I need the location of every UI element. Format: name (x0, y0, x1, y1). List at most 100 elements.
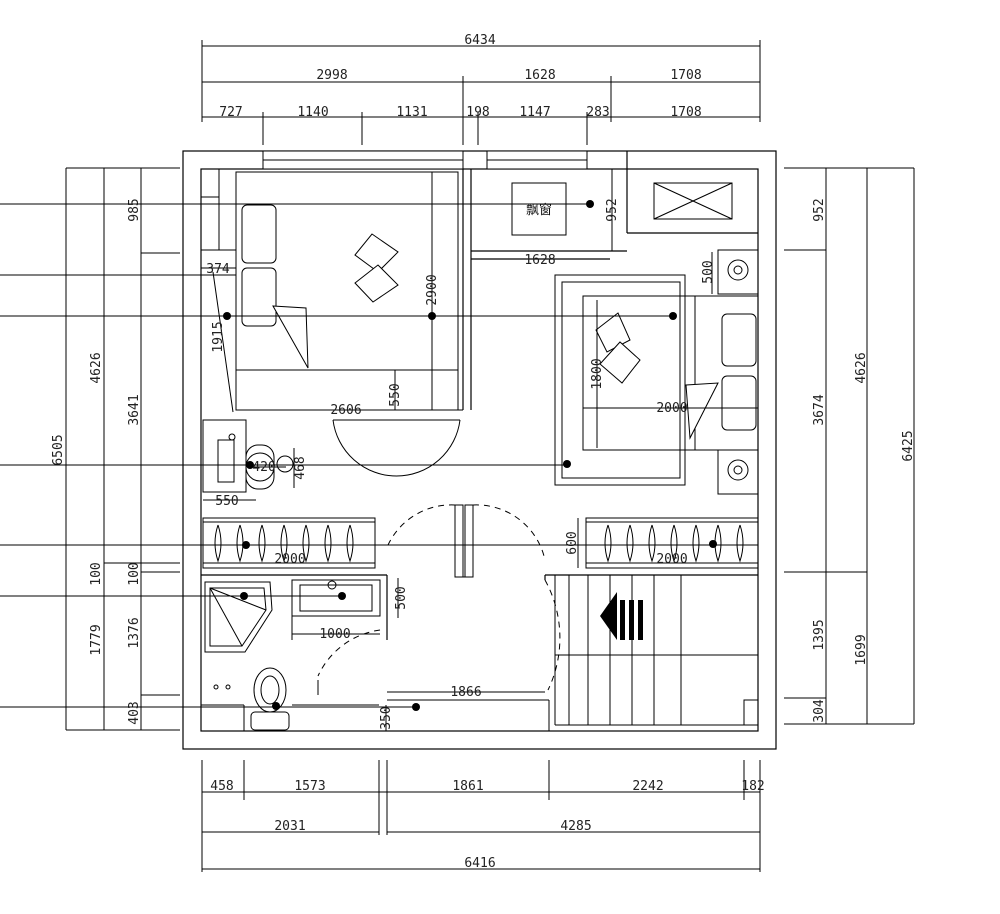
dim-wardrobe2-2000: 2000 (656, 552, 687, 567)
dim-hall-1866: 1866 (450, 685, 481, 700)
cushion-icon (599, 341, 641, 384)
dim-bed1-550: 550 (388, 383, 403, 406)
dim-hall-350: 350 (379, 706, 394, 729)
desk (202, 419, 247, 493)
dim-right-6425: 6425 (901, 430, 916, 461)
dim-top-overall: 6434 (464, 33, 495, 48)
keyboard-icon (217, 439, 235, 483)
door-swing-5 (317, 629, 381, 677)
dim-left-985: 985 (127, 198, 142, 221)
pillow-icon (721, 313, 757, 367)
pillow-icon (241, 204, 277, 264)
blanket-fold-icon (685, 382, 719, 440)
lamp-icon (727, 459, 749, 481)
dim-top-1147: 1147 (519, 105, 550, 120)
bay-window (511, 182, 567, 236)
dim-right-3674: 3674 (812, 394, 827, 425)
dim-left-4626: 4626 (89, 352, 104, 383)
dim-top-1708b: 1708 (670, 105, 701, 120)
dim-left-3641: 3641 (127, 394, 142, 425)
door-swing-2 (387, 504, 456, 546)
nightstand-top (717, 249, 759, 295)
dim-bottom-2031: 2031 (274, 819, 305, 834)
door-swing-4 (544, 579, 561, 691)
right-dimensions: 6425 4626 1699 952 3674 1395 304 (784, 167, 916, 725)
bottom-dimensions: 458 1573 1861 2242 182 2031 4285 6416 (201, 760, 765, 872)
pillow-icon (241, 267, 277, 327)
dim-top-198: 198 (466, 105, 489, 120)
dim-bed2-2000: 2000 (656, 401, 687, 416)
dim-top-1708: 1708 (670, 68, 701, 83)
dim-wardrobe2-600: 600 (565, 531, 580, 554)
stair-arrow-icon (600, 592, 643, 640)
dim-bottom-2242: 2242 (632, 779, 663, 794)
dim-bottom-4285: 4285 (560, 819, 591, 834)
dim-top-1628: 1628 (524, 68, 555, 83)
dim-left-100: 100 (127, 562, 142, 585)
dim-desk-420: 420 (252, 460, 275, 475)
lower-hall: 1866 350 (379, 685, 550, 731)
cushion-icon (354, 233, 399, 273)
dim-bed1-2900: 2900 (425, 274, 440, 305)
faucet-icon (327, 580, 337, 590)
pillow-icon (721, 375, 757, 431)
dim-bath-500: 500 (394, 586, 409, 609)
nightstand-bottom (717, 449, 759, 495)
dim-bed2-500: 500 (701, 260, 716, 283)
dim-desk-468: 468 (293, 456, 308, 479)
dim-bed2-1800: 1800 (590, 358, 605, 389)
dim-bottom-182: 182 (741, 779, 764, 794)
door-swing-1 (332, 419, 461, 477)
dim-left-1376: 1376 (127, 617, 142, 648)
dim-left-6505: 6505 (51, 434, 66, 465)
dim-right-1395: 1395 (812, 619, 827, 650)
dim-right-304: 304 (812, 699, 827, 723)
dim-window-952: 952 (605, 198, 620, 221)
cushion-icon (354, 264, 399, 303)
wardrobe-1: 2000 (202, 517, 376, 569)
washbasin-counter (291, 579, 381, 617)
hanger-icons (214, 524, 354, 563)
dim-bottom-6416: 6416 (464, 856, 495, 871)
top-dimensions: 6434 2998 1628 1708 727 1140 1131 198 11… (201, 33, 761, 145)
dim-top-1140: 1140 (297, 105, 328, 120)
dim-right-952: 952 (812, 198, 827, 221)
dim-top-1131: 1131 (396, 105, 427, 120)
bay-window-label: 飘窗 (526, 202, 552, 218)
dim-desk-550: 550 (215, 494, 238, 509)
bathroom: 500 1000 (201, 574, 409, 731)
dim-window-1628: 1628 (524, 253, 555, 268)
dim-left-100-outer: 100 (89, 562, 104, 585)
shower-tray (204, 581, 273, 653)
dim-top-2998: 2998 (316, 68, 347, 83)
left-dimensions: 6505 4626 1779 100 985 3641 100 1376 403 (51, 167, 180, 731)
dim-left-1779: 1779 (89, 624, 104, 655)
dim-bottom-458: 458 (210, 779, 233, 794)
bedroom-2: 500 1800 2000 (554, 249, 759, 495)
bay-window-area: 飘窗 952 1628 (471, 151, 758, 268)
dim-left-403: 403 (127, 701, 142, 724)
dim-bath-1000: 1000 (319, 627, 350, 642)
lamp-icon (727, 259, 749, 281)
dim-bottom-1573: 1573 (294, 779, 325, 794)
dim-bed1-374: 374 (206, 262, 230, 277)
door-swing-3 (472, 504, 546, 561)
bedroom-1: 374 1915 2900 550 2606 (200, 168, 472, 477)
cushion-icon (595, 312, 631, 353)
dim-wardrobe1-2000: 2000 (274, 552, 305, 567)
dim-bottom-1861: 1861 (452, 779, 483, 794)
dim-right-4626: 4626 (854, 352, 869, 383)
bed-2 (582, 295, 759, 451)
dim-bed1-2606: 2606 (330, 403, 361, 418)
dim-top-283: 283 (586, 105, 609, 120)
blanket-fold-icon (272, 305, 309, 369)
staircase (554, 575, 759, 726)
exterior-walls (182, 150, 777, 750)
desk-area: 420 468 550 (202, 419, 308, 509)
toilet-icon (253, 667, 287, 713)
dim-bed1-1915: 1915 (211, 321, 226, 352)
dim-top-727: 727 (219, 105, 242, 120)
reference-lines (0, 203, 713, 708)
hall-doors (317, 504, 758, 691)
